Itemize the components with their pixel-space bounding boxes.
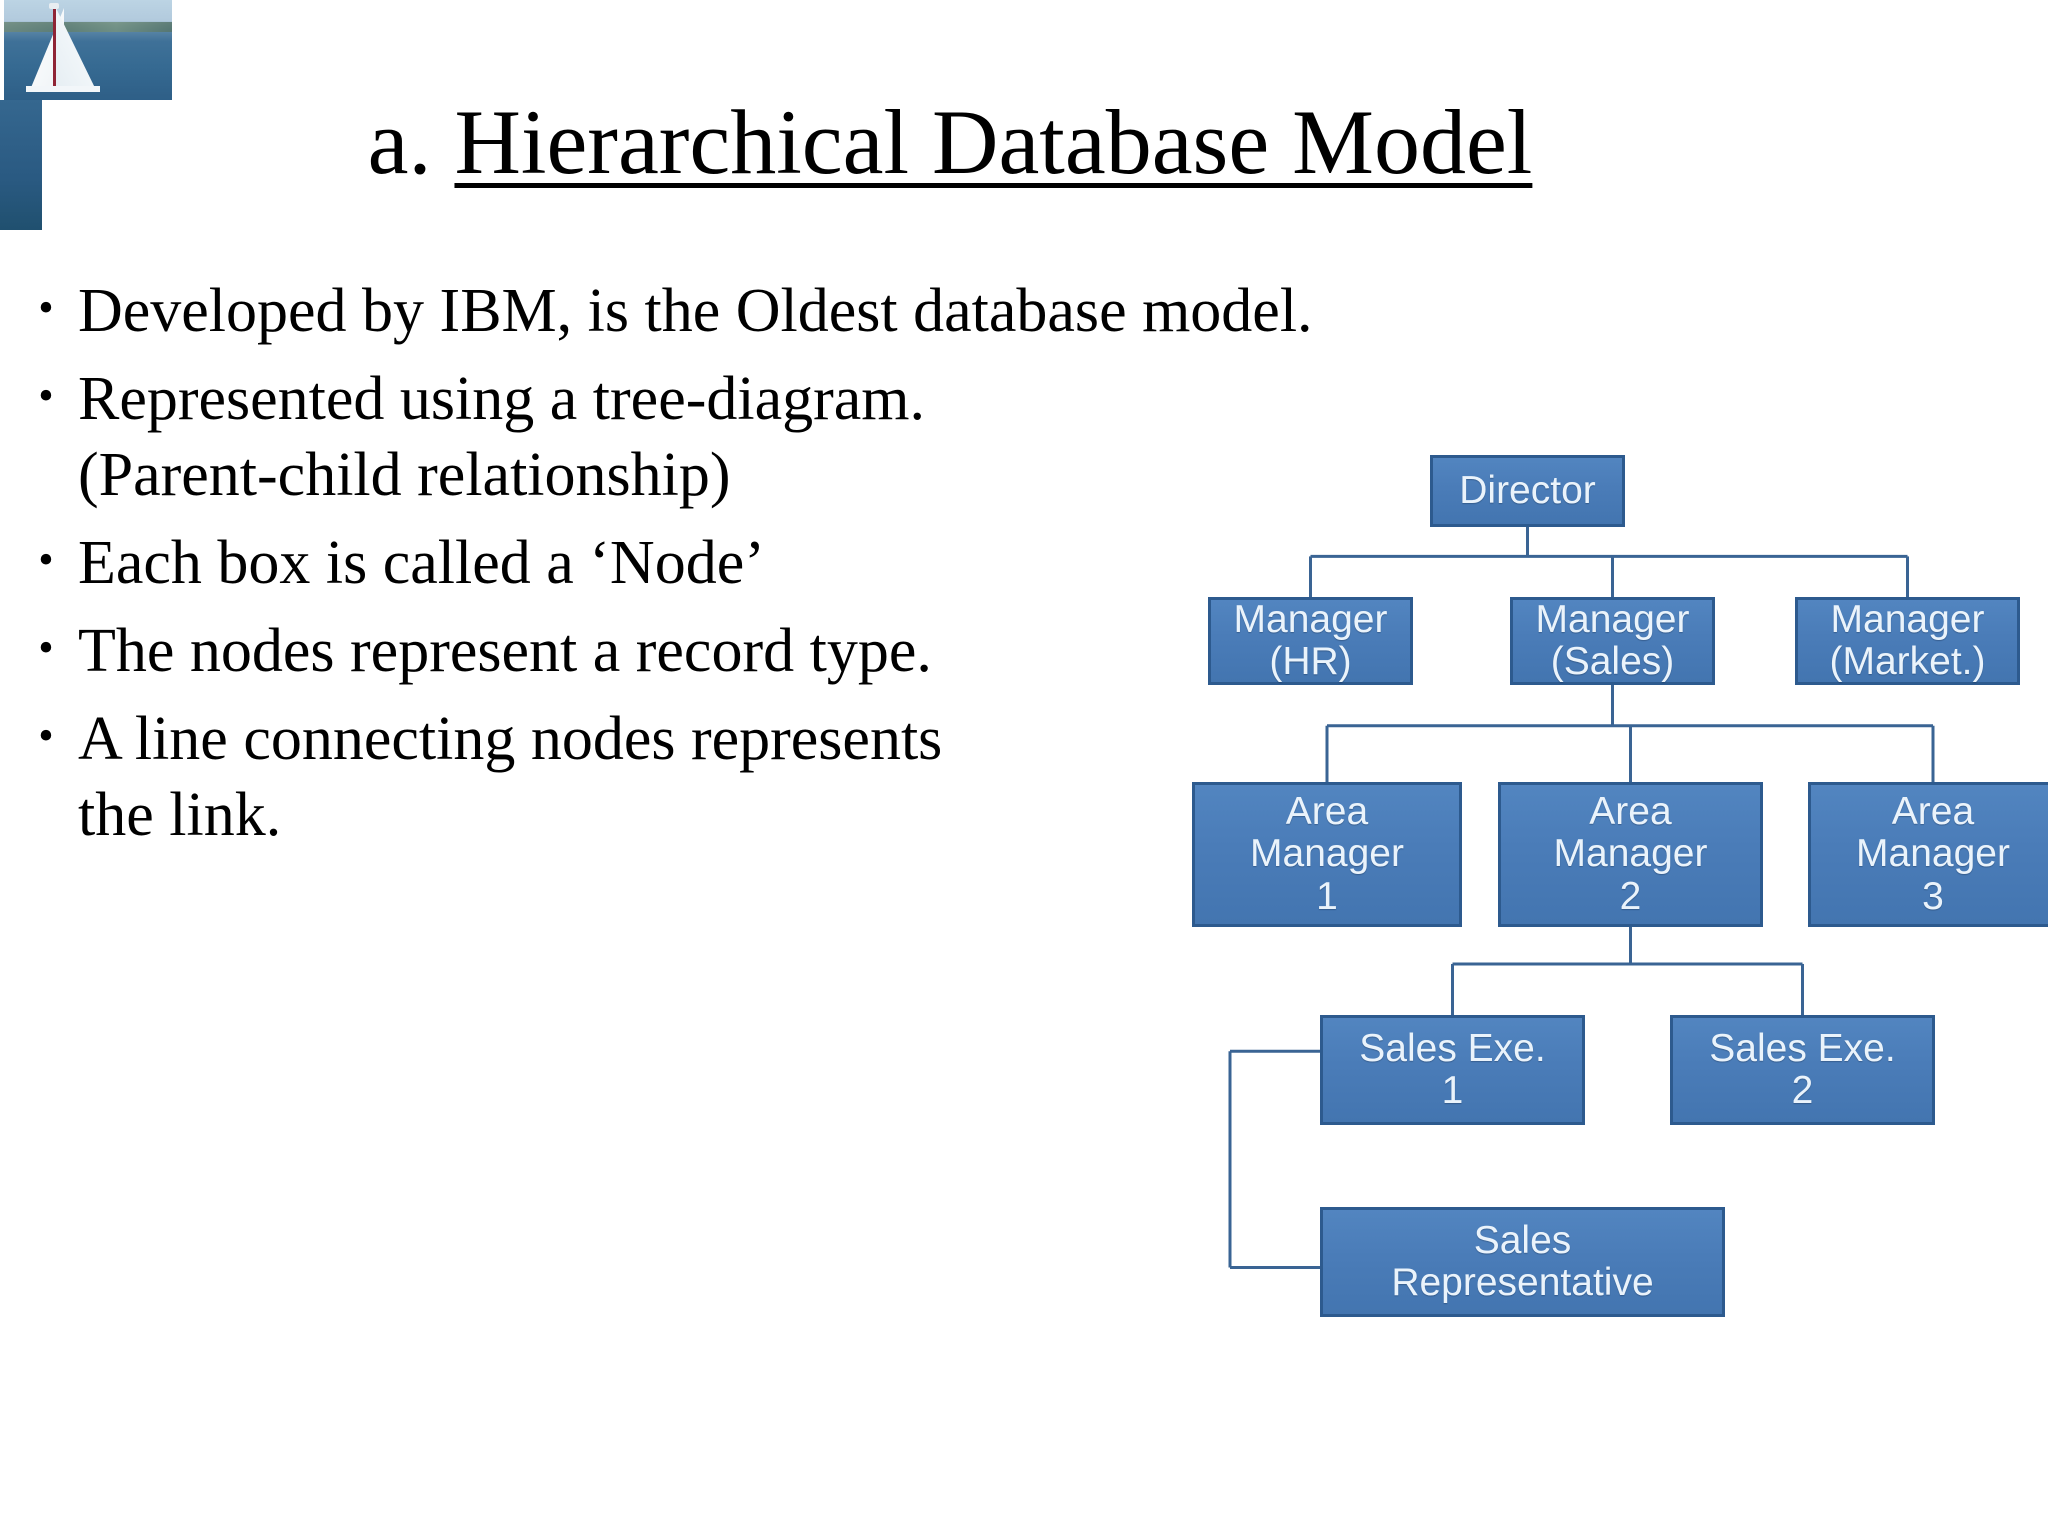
page-title: a. Hierarchical Database Model [150,95,1750,190]
sailboat-photo [0,0,172,230]
node-area3: Area Manager 3 [1808,782,2048,927]
node-mgr_market: Manager (Market.) [1795,597,2020,685]
photo-masthead [49,3,59,9]
bullet-item: • Represented using a tree-diagram. [14,368,1434,430]
bullet-item: • A line connecting nodes represents [14,708,1434,770]
bullet-text: Represented using a tree-diagram. [78,365,925,433]
bullet-item: • The nodes represent a record type. [14,620,1434,682]
bullet-text: Developed by IBM, is the Oldest database… [78,277,1313,345]
bullet-text: The nodes represent a record type. [78,617,932,685]
title-main: Hierarchical Database Model [454,91,1533,193]
bullet-text: A line connecting nodes represents [78,705,943,773]
photo-white-mask [42,100,172,150]
bullet-item: • Each box is called a ‘Node’ [14,532,1434,594]
bullet-item: • Developed by IBM, is the Oldest databas… [14,280,1434,342]
bullet-item: •the link. [14,784,1434,846]
bullet-text: Each box is called a ‘Node’ [78,529,765,597]
node-exe1: Sales Exe. 1 [1320,1015,1585,1125]
node-rep: Sales Representative [1320,1207,1725,1317]
bullet-marker-icon: • [38,535,54,584]
photo-mast [53,8,56,90]
bullet-marker-icon: • [38,283,54,332]
node-mgr_hr: Manager (HR) [1208,597,1413,685]
diagram-connectors [1228,527,1935,1269]
bullet-item: •(Parent-child relationship) [14,444,1434,506]
photo-hill [4,22,172,32]
title-prefix: a. [367,91,455,193]
bullet-marker-icon: • [38,371,54,420]
bullet-marker-icon: • [38,711,54,760]
node-area2: Area Manager 2 [1498,782,1763,927]
node-area1: Area Manager 1 [1192,782,1462,927]
node-director: Director [1430,455,1625,527]
bullet-list: • Developed by IBM, is the Oldest databas… [14,280,1434,872]
photo-sea-lower [0,100,42,230]
bullet-text: the link. [78,781,282,849]
node-exe2: Sales Exe. 2 [1670,1015,1935,1125]
bullet-marker-icon: • [38,623,54,672]
bullet-text: (Parent-child relationship) [78,441,731,509]
node-mgr_sales: Manager (Sales) [1510,597,1715,685]
photo-deck [26,86,100,92]
